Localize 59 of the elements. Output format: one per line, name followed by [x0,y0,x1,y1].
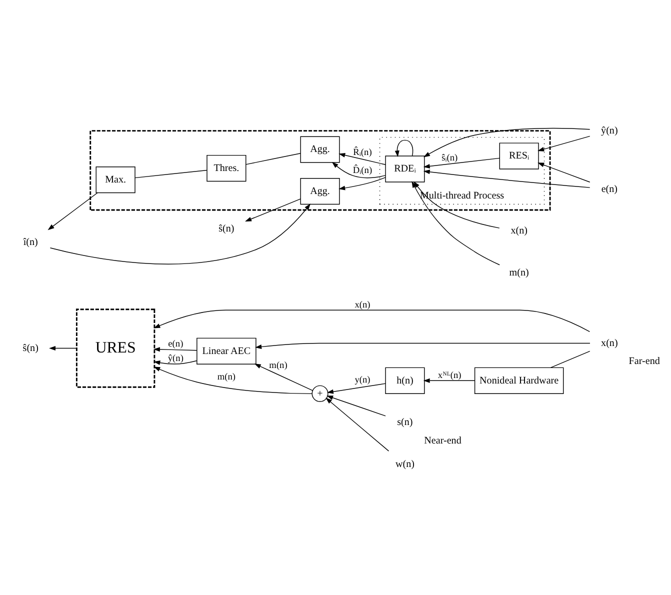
node-text: s(n) [397,417,413,428]
node-text: ŷ(n) [601,126,618,136]
node-box: Max. [96,166,136,194]
node-label: Near-end [424,435,462,446]
edge-label: ŝᵢ(n) [442,154,458,164]
edge-label: m(n) [269,360,288,371]
arrow [394,140,414,158]
arrow [153,347,198,352]
node-box: Thres. [206,154,246,182]
node-text: x(n) [601,338,618,349]
edge-label: ŷ(n) [168,354,184,364]
arrow [326,396,386,416]
node-text: m(n) [509,267,529,278]
arrow [48,192,98,230]
arrow [338,177,386,190]
edge-label: y(n) [354,375,370,386]
arrow [423,158,500,168]
arrow [423,128,590,158]
edge-label: e(n) [168,339,184,350]
node-text: e(n) [601,184,618,195]
arrow [538,162,590,182]
arrow [326,383,386,394]
connector [134,170,208,178]
arrow [50,204,311,264]
node-box: URES [76,308,156,388]
arrow [154,366,312,394]
node-box: RDEᵢ [385,156,425,182]
arrow [245,198,301,222]
arrow [254,364,314,391]
arrow [49,346,77,351]
node-text: x(n) [510,226,528,237]
node-box: RESᵢ [499,142,539,170]
node-box: Agg. [300,178,340,205]
node-label: Far-end [628,356,660,368]
arrow [154,360,198,366]
connector [550,350,590,368]
node-box: Agg. [300,136,340,163]
node-text: ŝ(n) [218,223,234,234]
arrow [538,136,590,152]
edge-label: D̂ᵢ(n) [352,166,372,176]
edge-label: R̂ᵢ(n) [353,148,372,158]
connector [246,153,301,165]
node-circle: + [312,385,328,402]
node-box: Nonideal Hardware [474,367,564,394]
edge-label: m(n) [217,372,236,382]
node-text: î(n) [23,237,38,248]
edge-label: x(n) [354,300,370,311]
arrow [423,170,590,188]
arrow [332,162,386,178]
arrow [154,310,590,332]
edge-label: xᴺᴸ(n) [438,371,462,382]
node-box: h(n) [385,367,425,394]
arrow [326,398,390,452]
node-text: ŝ(n) [22,342,38,354]
arrow [338,152,386,165]
node-text: w(n) [395,458,414,470]
arrow [255,342,590,350]
node-box: Linear AEC [196,338,256,364]
arrow [423,378,476,383]
